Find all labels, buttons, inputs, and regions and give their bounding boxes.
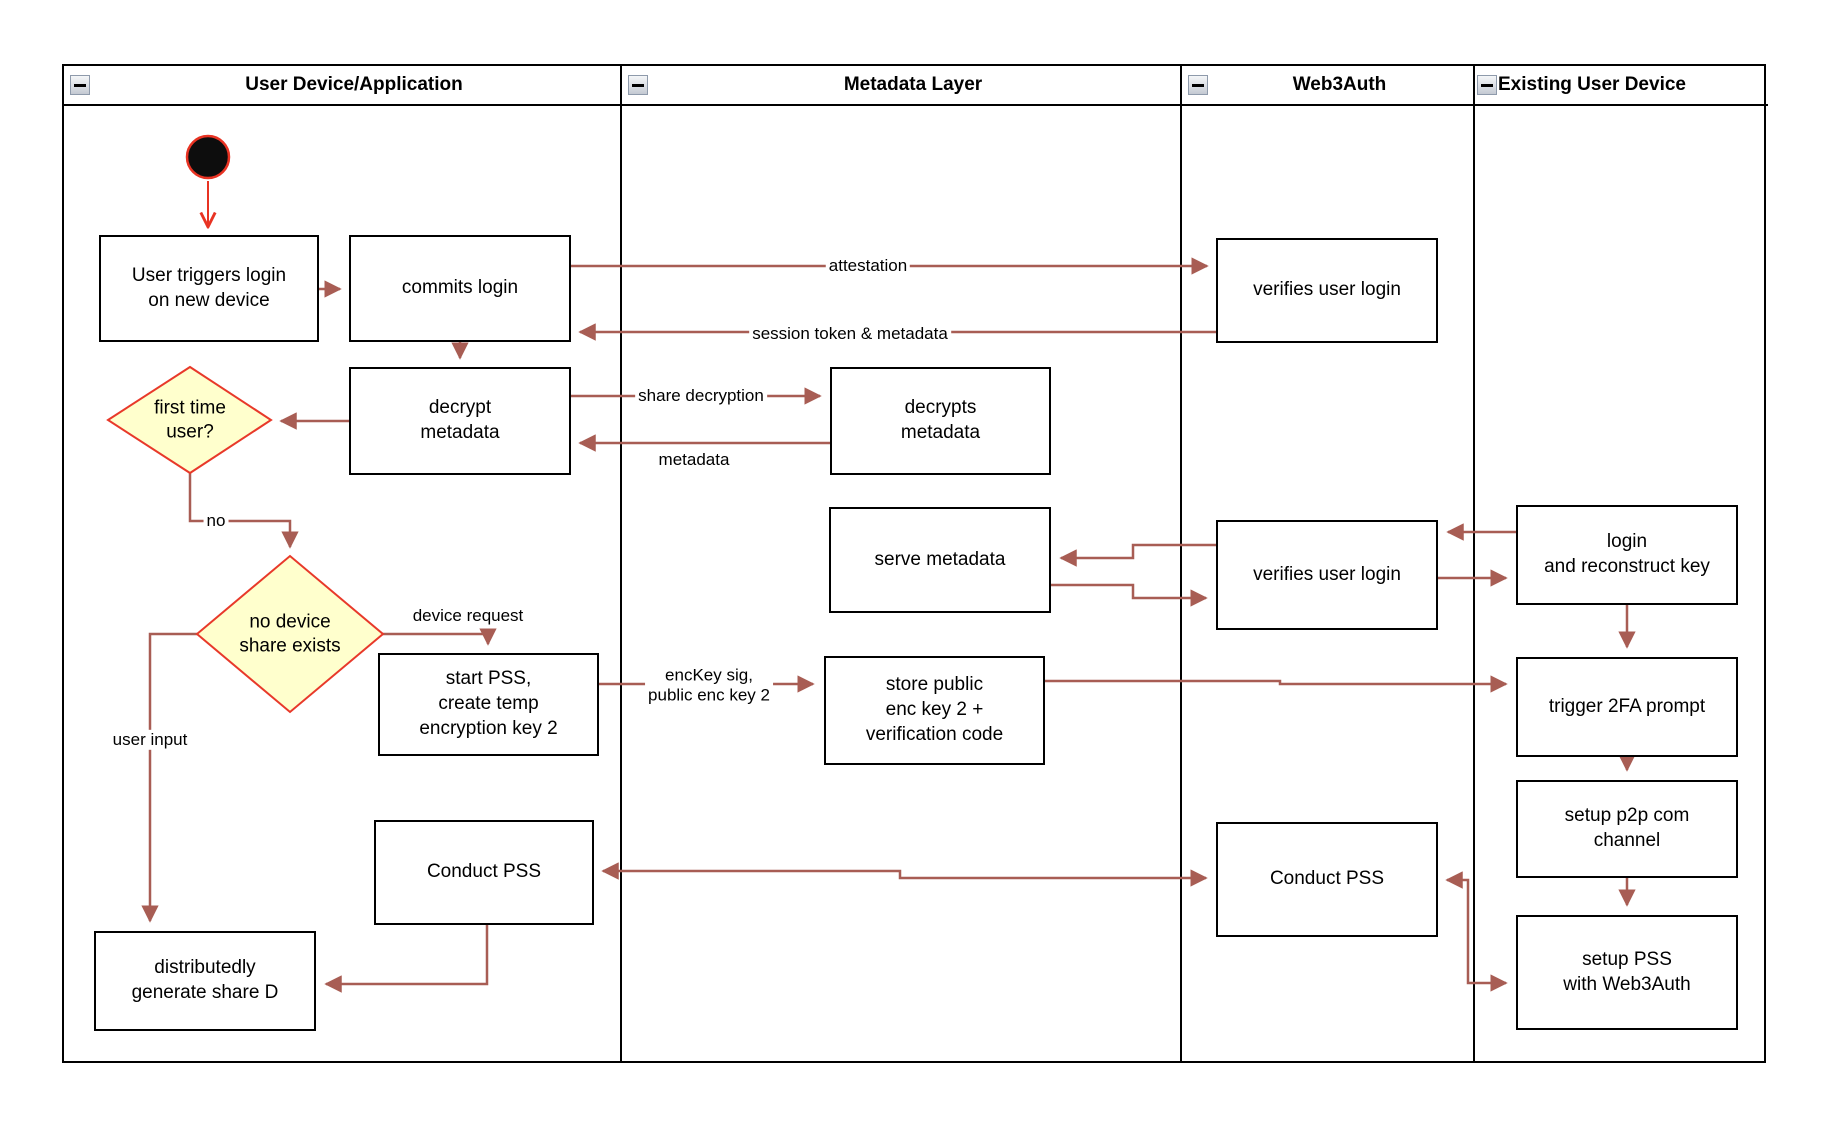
collapse-lane-icon[interactable] <box>1188 75 1208 95</box>
edge-label-session-token: session token & metadata <box>749 323 951 345</box>
edge-label-device-request: device request <box>412 605 524 625</box>
collapse-lane-icon[interactable] <box>628 75 648 95</box>
lane-header-metadata-layer: Metadata Layer <box>622 66 1178 104</box>
edge-label-user-input: user input <box>109 729 191 751</box>
edge-label-metadata: metadata <box>658 449 730 469</box>
start-node <box>185 134 231 180</box>
node-decrypt-metadata[interactable]: decrypt metadata <box>349 367 571 475</box>
node-verifies-user-login-1[interactable]: verifies user login <box>1216 238 1438 343</box>
node-serve-metadata[interactable]: serve metadata <box>829 507 1051 613</box>
edge-store-to-2fa <box>1045 675 1508 693</box>
node-setup-pss[interactable]: setup PSS with Web3Auth <box>1516 915 1738 1030</box>
lane-divider-3 <box>1473 64 1475 1063</box>
node-decrypts-metadata[interactable]: decrypts metadata <box>830 367 1051 475</box>
edge-conduct-to-share <box>324 925 489 993</box>
node-conduct-pss-web3auth[interactable]: Conduct PSS <box>1216 822 1438 937</box>
lane-title: Existing User Device <box>1498 74 1686 95</box>
lane-header-user-device: User Device/Application <box>64 66 618 104</box>
collapse-lane-icon[interactable] <box>70 75 90 95</box>
edge-user-input <box>141 632 197 923</box>
lane-divider-2 <box>1180 64 1182 1063</box>
node-store-public-key[interactable]: store public enc key 2 + verification co… <box>824 656 1045 765</box>
node-conduct-pss-user[interactable]: Conduct PSS <box>374 820 594 925</box>
edge-conductpss-conductpss <box>601 862 1208 887</box>
decision-first-time-user <box>106 365 273 475</box>
decision-label-first-time[interactable]: first time user? <box>154 397 226 442</box>
edge-no-branch <box>188 473 299 549</box>
edge-label-enckey: encKey sig, public enc key 2 <box>645 665 773 707</box>
edge-verifies-to-serve <box>1059 543 1216 567</box>
collapse-lane-icon[interactable] <box>1477 75 1497 95</box>
node-commits-login[interactable]: commits login <box>349 235 571 342</box>
decision-label-no-device-share[interactable]: no device share exists <box>239 611 341 656</box>
diagram-frame <box>62 64 1766 1063</box>
header-divider <box>62 104 1768 106</box>
node-user-triggers-login[interactable]: User triggers login on new device <box>99 235 319 342</box>
edge-label-no: no <box>203 510 229 532</box>
edge-device-request <box>383 628 497 646</box>
lane-title: User Device/Application <box>245 74 463 95</box>
lane-header-web3auth: Web3Auth <box>1182 66 1471 104</box>
lane-title: Web3Auth <box>1292 74 1387 95</box>
node-start-pss[interactable]: start PSS, create temp encryption key 2 <box>378 653 599 756</box>
edge-setuppss-conductpss <box>1445 871 1508 992</box>
node-trigger-2fa[interactable]: trigger 2FA prompt <box>1516 657 1738 757</box>
node-distributed-share[interactable]: distributedly generate share D <box>94 931 316 1031</box>
decision-no-device-share <box>195 554 385 714</box>
lane-title: Metadata Layer <box>843 74 983 95</box>
node-verifies-user-login-2[interactable]: verifies user login <box>1216 520 1438 630</box>
node-login-reconstruct[interactable]: login and reconstruct key <box>1516 505 1738 605</box>
edge-label-share-decryption: share decryption <box>635 385 767 407</box>
lane-header-existing-device: Existing User Device <box>1475 66 1766 104</box>
edge-serve-to-verifies <box>1051 583 1208 607</box>
lane-divider-1 <box>620 64 622 1063</box>
node-setup-p2p[interactable]: setup p2p com channel <box>1516 780 1738 878</box>
edge-label-attestation: attestation <box>825 255 911 277</box>
